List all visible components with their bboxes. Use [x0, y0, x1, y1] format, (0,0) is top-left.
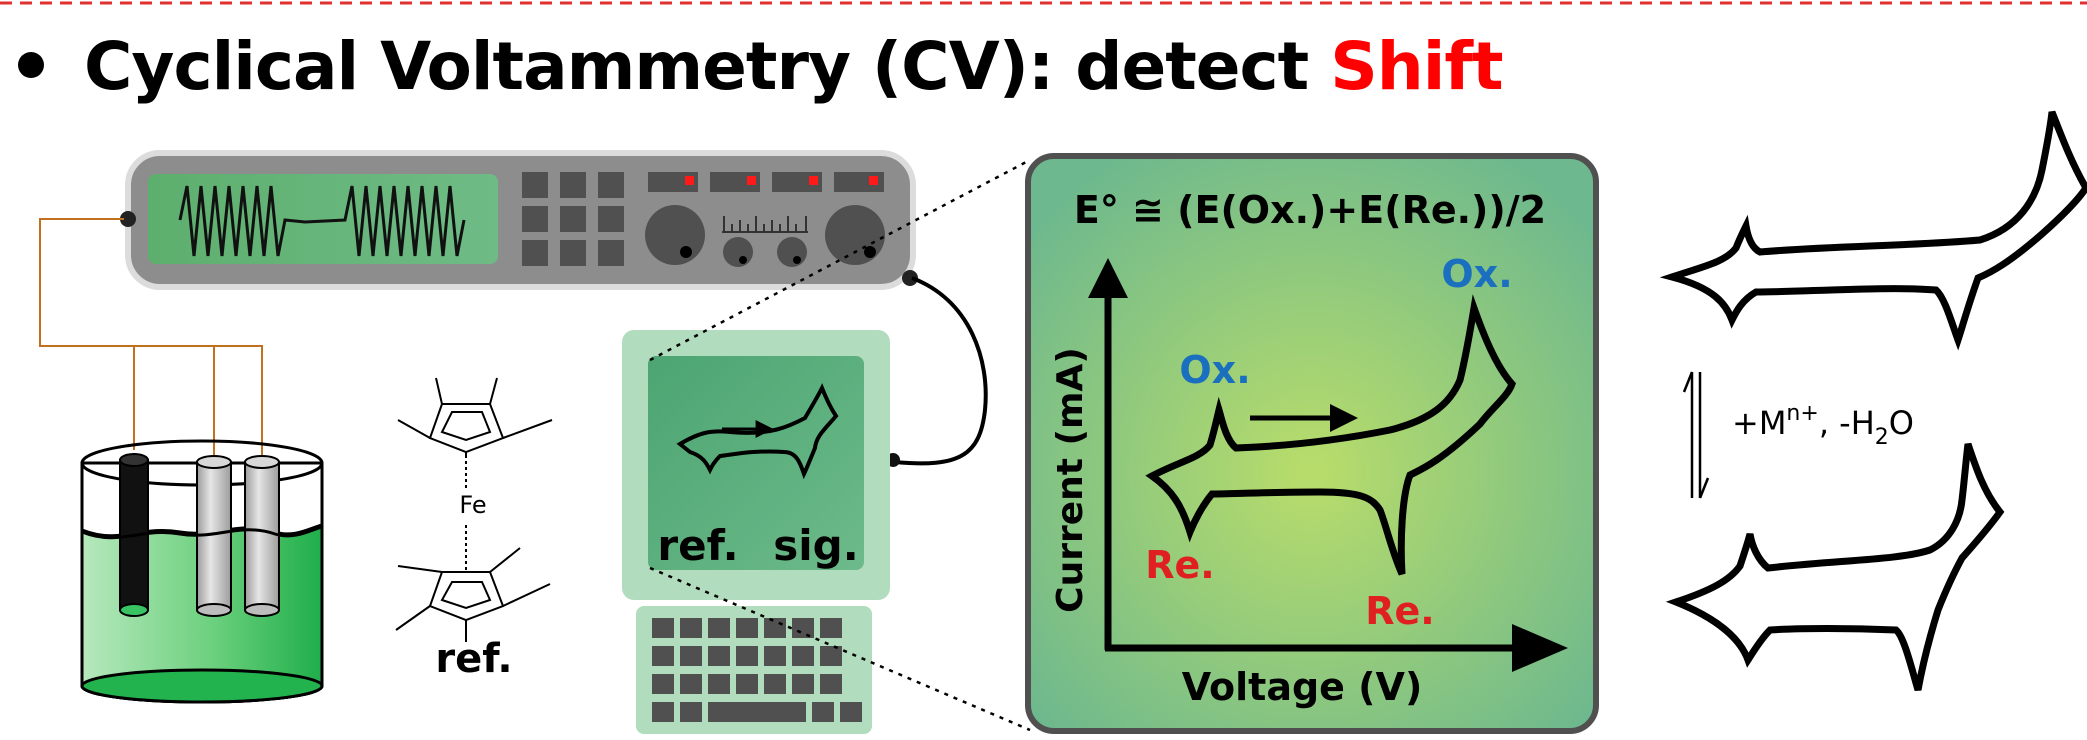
- cation-charge: n+: [1786, 401, 1818, 426]
- iron-atom-label: Fe: [459, 491, 486, 519]
- data-cable: [894, 276, 988, 466]
- bullet-icon: [18, 51, 44, 78]
- x-axis-label: Voltage (V): [1182, 665, 1423, 709]
- water-suffix: O: [1889, 404, 1914, 442]
- title-text: Cyclical Voltammetry (CV): detect: [84, 28, 1331, 105]
- electrode-wires: [39, 218, 263, 470]
- equilibrium-arrows-icon: [1682, 371, 1710, 499]
- cv-curve-after: [1665, 442, 2005, 692]
- scale-ticks: [722, 216, 808, 233]
- sig-reduction-label: Re.: [1365, 589, 1434, 633]
- mini-cv-curve: [676, 383, 839, 480]
- x-axis-arrowhead: [1512, 624, 1568, 672]
- ref-oxidation-label: Ox.: [1179, 348, 1250, 392]
- sig-oxidation-label: Ox.: [1441, 252, 1512, 296]
- counter-electrode: [244, 455, 280, 617]
- cv-curve: [1145, 294, 1516, 576]
- ref-reduction-label: Re.: [1145, 543, 1214, 587]
- title-highlight: Shift: [1330, 28, 1503, 105]
- water-subscript: 2: [1875, 425, 1889, 450]
- y-axis-label: Current (mA): [1050, 347, 1091, 613]
- cv-curve-before: [1659, 110, 2087, 351]
- ferrocene-molecule: [395, 377, 553, 642]
- waveform-icon: [178, 185, 466, 257]
- keyboard: [636, 606, 872, 734]
- scan-direction-arrowhead: [1330, 404, 1358, 432]
- y-axis-arrowhead: [1088, 258, 1128, 298]
- indicator-buttons: [648, 172, 884, 192]
- keypad: [522, 172, 624, 266]
- cv-panel: E° ≅ (E(Ox.)+E(Re.))/2 Current (mA) Volt…: [1025, 153, 1599, 734]
- computer-monitor: ref. sig.: [622, 330, 890, 600]
- zoom-lines: [649, 158, 1031, 732]
- half-wave-formula: E° ≅ (E(Ox.)+E(Re.))/2: [1074, 188, 1546, 232]
- device-port-right: [902, 270, 918, 286]
- cation-symbol: +M: [1732, 404, 1786, 442]
- screen-sig-label: sig.: [773, 521, 858, 570]
- potentiostat-device: [120, 150, 918, 290]
- screen-ref-label: ref.: [657, 521, 738, 570]
- water-prefix: , -H: [1819, 404, 1875, 442]
- ferrocene-caption: ref.: [435, 636, 512, 682]
- slide-title: Cyclical Voltammetry (CV): detect Shift: [18, 34, 1504, 100]
- device-port-left: [120, 211, 136, 227]
- equilibrium-condition: +Mn+, -H2O: [1732, 401, 1914, 450]
- device-knobs: [645, 205, 885, 267]
- electrochemical-cell: [80, 439, 324, 704]
